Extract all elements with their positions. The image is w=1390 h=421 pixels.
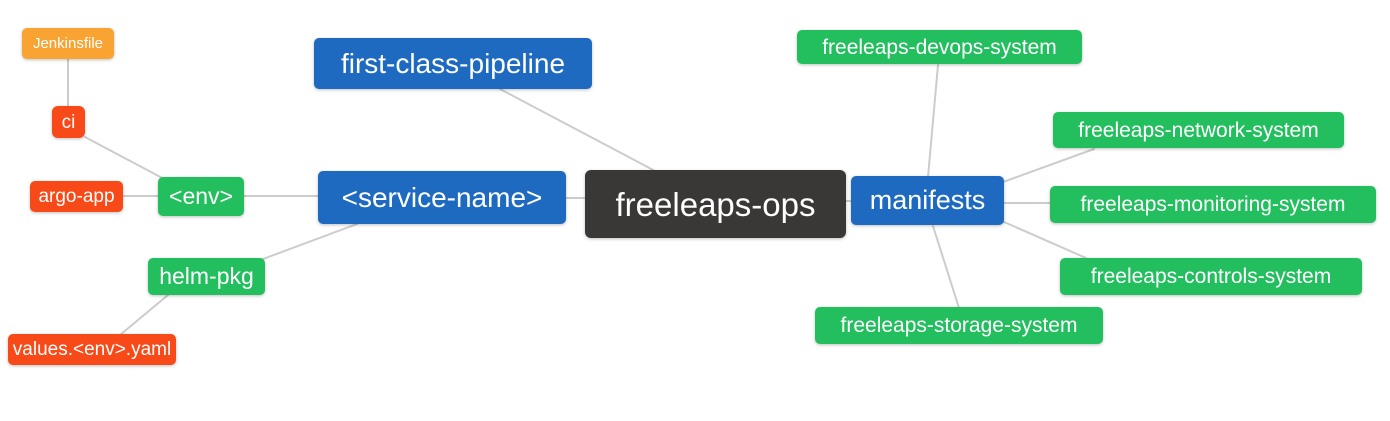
node-freeleaps-monitoring-system[interactable]: freeleaps-monitoring-system bbox=[1050, 186, 1376, 223]
node-jenkinsfile[interactable]: Jenkinsfile bbox=[22, 28, 114, 59]
node-manifests[interactable]: manifests bbox=[851, 176, 1004, 225]
node-freeleaps-controls-system[interactable]: freeleaps-controls-system bbox=[1060, 258, 1362, 295]
edge-service-name-helm-pkg bbox=[262, 223, 358, 260]
node-freeleaps-storage-system[interactable]: freeleaps-storage-system bbox=[815, 307, 1103, 344]
node-freeleaps-devops-system[interactable]: freeleaps-devops-system bbox=[797, 30, 1082, 64]
edge-manifests-storage bbox=[932, 225, 960, 309]
edge-manifests-controls bbox=[1003, 221, 1087, 259]
edge-manifests-network bbox=[1002, 148, 1095, 183]
node-values-env-yaml[interactable]: values.<env>.yaml bbox=[8, 334, 176, 365]
edge-ci-env bbox=[84, 136, 167, 181]
node-freeleaps-network-system[interactable]: freeleaps-network-system bbox=[1053, 112, 1344, 148]
node-service-name[interactable]: <service-name> bbox=[318, 171, 566, 224]
node-env[interactable]: <env> bbox=[158, 177, 244, 216]
edge-manifests-devops bbox=[927, 64, 939, 178]
node-ci[interactable]: ci bbox=[52, 106, 85, 138]
edge-first-class-pipeline-root bbox=[499, 88, 658, 173]
node-freeleaps-ops-root[interactable]: freeleaps-ops bbox=[585, 170, 846, 238]
node-argo-app[interactable]: argo-app bbox=[30, 181, 123, 212]
edge-helm-pkg-values-yaml bbox=[119, 294, 169, 336]
node-first-class-pipeline[interactable]: first-class-pipeline bbox=[314, 38, 592, 89]
node-helm-pkg[interactable]: helm-pkg bbox=[148, 258, 265, 295]
